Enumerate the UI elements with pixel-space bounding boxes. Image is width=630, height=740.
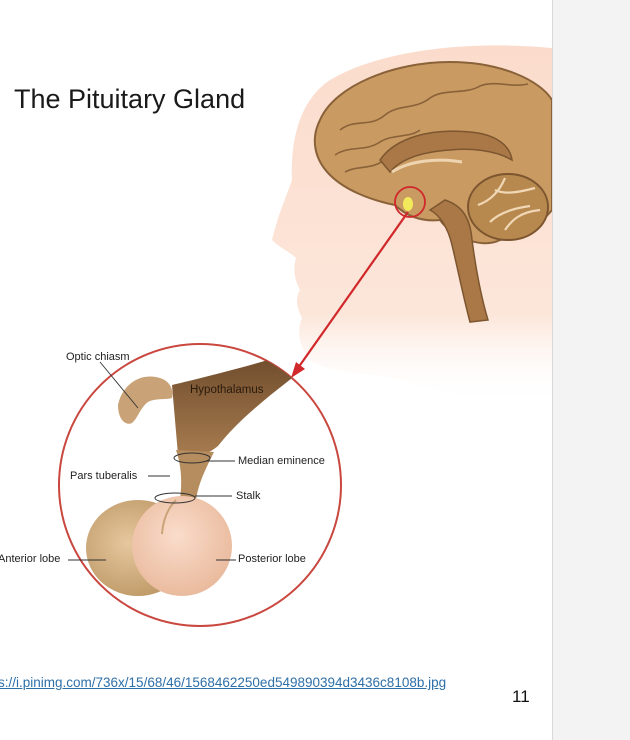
slide-title: The Pituitary Gland bbox=[14, 84, 246, 114]
cerebellum bbox=[467, 173, 549, 241]
label-hypothalamus: Hypothalamus bbox=[190, 384, 264, 396]
slide: The Pituitary Gland Optic chiasm Hypotha… bbox=[0, 45, 552, 706]
source-link[interactable]: s://i.pinimg.com/736x/15/68/46/156846225… bbox=[0, 675, 447, 690]
side-panel bbox=[552, 0, 630, 740]
optic-chiasm-shape bbox=[118, 376, 173, 424]
page-number: 11 bbox=[512, 687, 530, 706]
brainstem bbox=[428, 199, 489, 323]
label-median-eminence: Median eminence bbox=[238, 455, 325, 467]
label-stalk: Stalk bbox=[236, 490, 261, 502]
label-optic-chiasm: Optic chiasm bbox=[66, 351, 130, 363]
hypothalamus-shape bbox=[172, 350, 300, 458]
label-posterior-lobe: Posterior lobe bbox=[238, 553, 306, 565]
zoom-arrow bbox=[297, 211, 409, 369]
label-anterior-lobe: Anterior lobe bbox=[0, 553, 61, 565]
pituitary-illustration bbox=[58, 45, 552, 627]
posterior-lobe-shape bbox=[132, 496, 232, 596]
label-pars-tuberalis: Pars tuberalis bbox=[70, 470, 138, 482]
pituitary-highlight bbox=[394, 186, 426, 218]
